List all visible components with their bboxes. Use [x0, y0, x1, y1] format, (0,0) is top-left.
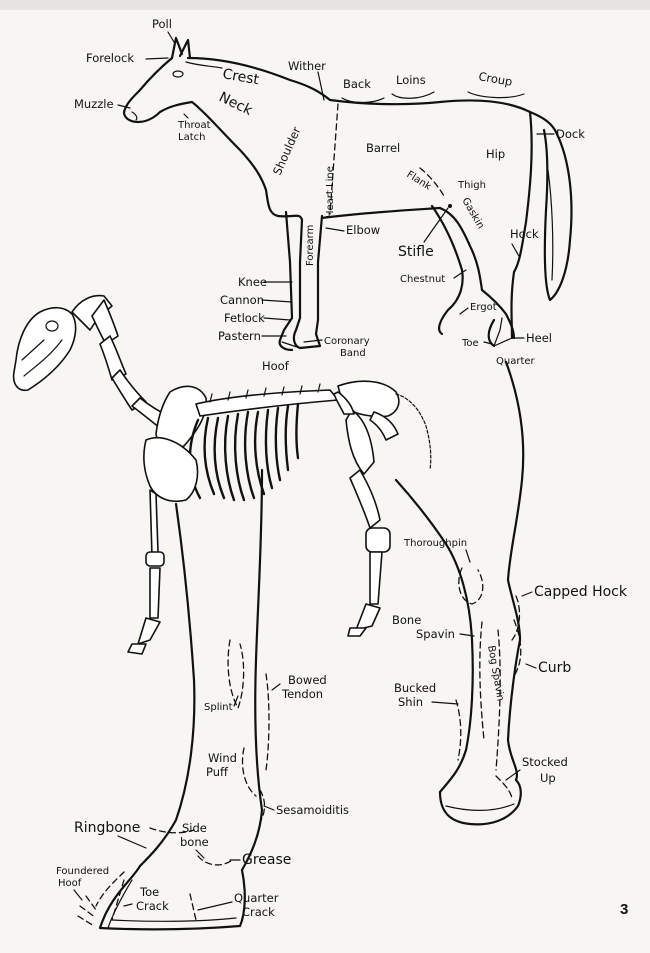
label-wind-puff-1: Wind — [208, 751, 237, 765]
label-back: Back — [343, 77, 371, 91]
label-throat: Throat — [177, 120, 211, 131]
label-foundered-hoof-2: Hoof — [58, 878, 82, 889]
label-bucked-shin-1: Bucked — [394, 681, 436, 695]
label-ringbone: Ringbone — [74, 820, 140, 836]
label-dock: Dock — [556, 127, 585, 141]
label-elbow: Elbow — [346, 223, 380, 237]
label-toe-crack-2: Crack — [136, 899, 169, 913]
label-flank: Flank — [404, 169, 433, 193]
label-capped-hock: Capped Hock — [534, 584, 628, 600]
label-stocked-up-2: Up — [540, 771, 556, 785]
label-band: Band — [340, 348, 366, 359]
label-hock: Hock — [510, 227, 539, 241]
lower-labels: Thoroughpin Capped Hock Bone Spavin Bog … — [56, 538, 628, 919]
label-bowed-tendon-2: Tendon — [281, 687, 323, 701]
label-barrel: Barrel — [366, 141, 400, 155]
horse-skeleton-drawing — [14, 296, 431, 654]
label-bone-spavin-2: Spavin — [416, 627, 455, 641]
label-poll: Poll — [152, 17, 172, 31]
label-hoof: Hoof — [262, 359, 290, 373]
label-toe: Toe — [461, 338, 479, 349]
label-hip: Hip — [486, 147, 505, 161]
label-thoroughpin: Thoroughpin — [403, 538, 467, 549]
label-loins: Loins — [396, 73, 426, 87]
label-wind-puff-2: Puff — [206, 765, 229, 779]
label-bucked-shin-2: Shin — [398, 695, 423, 709]
label-pastern: Pastern — [218, 329, 261, 343]
label-fetlock: Fetlock — [224, 311, 265, 325]
label-splint: Splint — [204, 702, 233, 713]
page-number: 3 — [620, 901, 628, 918]
label-neck: Neck — [216, 89, 255, 119]
label-chestnut: Chestnut — [400, 274, 445, 285]
label-latch: Latch — [178, 132, 205, 143]
label-side-bone-1: Side — [182, 821, 207, 835]
label-bog-spavin: Bog Spavin — [485, 645, 506, 702]
label-bone-spavin-1: Bone — [392, 613, 421, 627]
label-side-bone-2: bone — [180, 835, 209, 849]
label-stifle: Stifle — [398, 244, 434, 260]
label-grease: Grease — [242, 852, 291, 868]
label-sesamoiditis: Sesamoiditis — [276, 803, 349, 817]
label-cannon: Cannon — [220, 293, 264, 307]
label-forelock: Forelock — [86, 51, 134, 65]
label-bowed-tendon-1: Bowed — [288, 673, 327, 687]
label-coronary: Coronary — [324, 336, 370, 347]
label-stocked-up-1: Stocked — [522, 755, 568, 769]
label-croup: Croup — [477, 69, 513, 89]
label-shoulder: Shoulder — [270, 124, 304, 177]
label-curb: Curb — [538, 660, 571, 676]
label-quarter: Quarter — [496, 356, 536, 367]
label-muzzle: Muzzle — [74, 97, 114, 111]
label-toe-crack-1: Toe — [139, 885, 159, 899]
label-foundered-hoof-1: Foundered — [56, 866, 109, 877]
label-gaskin: Gaskin — [459, 196, 486, 231]
label-thigh: Thigh — [457, 180, 486, 191]
label-knee: Knee — [238, 275, 267, 289]
label-forearm: Forearm — [305, 225, 316, 266]
label-ergot: Ergot — [470, 302, 497, 313]
label-crest: Crest — [221, 66, 260, 88]
label-wither: Wither — [288, 59, 326, 73]
label-quarter-crack-2: Crack — [242, 905, 275, 919]
label-heel: Heel — [526, 331, 552, 345]
label-quarter-crack-1: Quarter — [234, 891, 279, 905]
label-heart-line: Heart Line — [325, 166, 336, 218]
